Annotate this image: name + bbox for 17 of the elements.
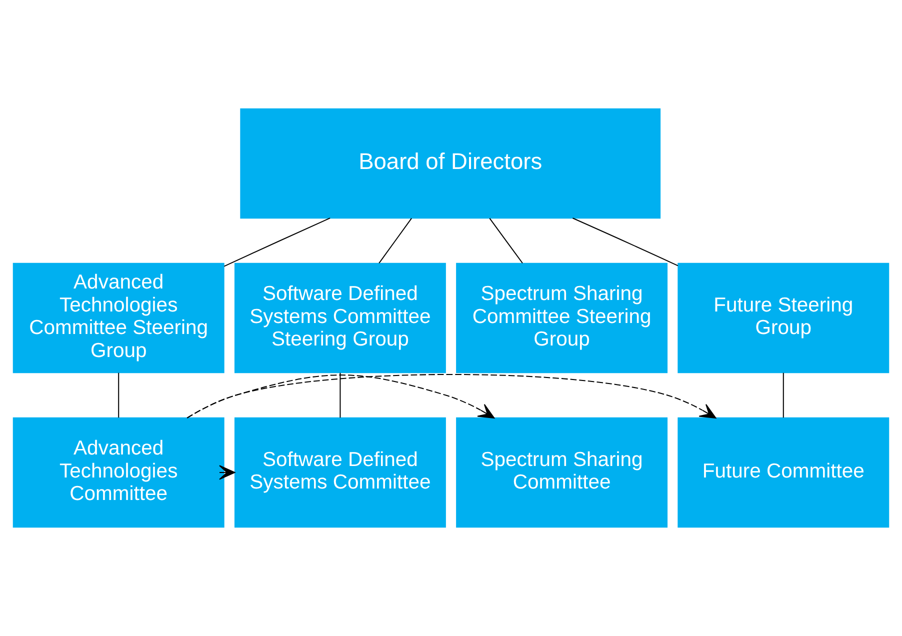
connector <box>782 372 784 418</box>
node-box: Software Defined Systems Committee Steering Group <box>234 262 446 374</box>
connector <box>118 372 120 418</box>
node-box: Board of Directors <box>240 108 661 219</box>
node-box: Advanced Technologies Committee Steering Group <box>12 262 224 374</box>
arrow <box>219 465 236 480</box>
node-box: Future Committee <box>678 417 890 528</box>
connector <box>224 218 330 267</box>
node-box: Future Steering Group <box>678 262 890 374</box>
connector <box>378 218 412 264</box>
node-box: Spectrum Sharing Committee <box>456 417 668 528</box>
node-box: Spectrum Sharing Committee Steering Group <box>456 262 668 374</box>
connector <box>572 218 678 266</box>
arrow <box>186 374 716 418</box>
connector <box>340 372 341 418</box>
connector <box>489 218 523 264</box>
node-box: Software Defined Systems Committee <box>234 417 446 528</box>
